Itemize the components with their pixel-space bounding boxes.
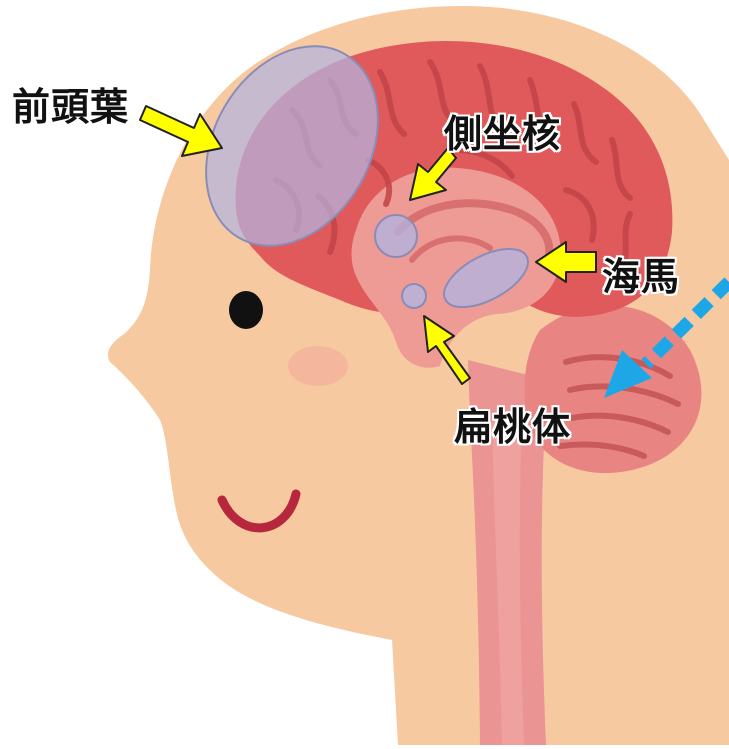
cheek [288,346,348,386]
eye [229,291,263,329]
label-amygdala: 扁桃体 [454,396,571,451]
label-nucleus-accumbens: 側坐核 [444,103,561,158]
nucleus-accumbens-highlight [375,215,417,257]
label-frontal-lobe: 前頭葉 [12,76,129,131]
label-hippocampus: 海馬 [602,246,680,301]
amygdala-highlight [402,284,426,308]
